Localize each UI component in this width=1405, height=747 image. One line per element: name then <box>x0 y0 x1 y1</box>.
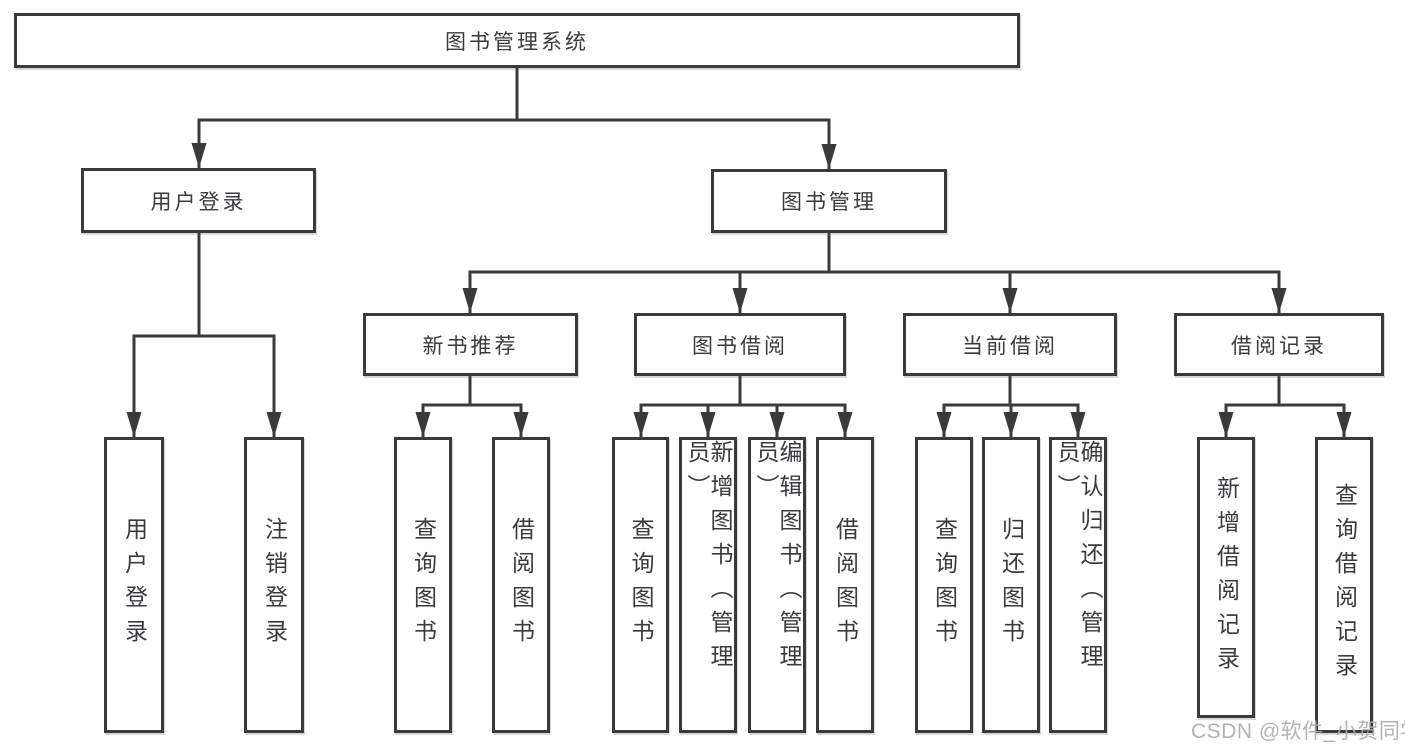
node-new-book-recommendation: 新书推荐 <box>363 313 578 376</box>
leaf-borrow-books-1-label: 借阅图书 <box>508 517 535 653</box>
node-book-borrowing-label: 图书借阅 <box>692 334 788 358</box>
leaf-query-books-1: 查询图书 <box>394 437 452 733</box>
node-user-login: 用户登录 <box>81 168 316 233</box>
leaf-query-books-2-label: 查询图书 <box>628 517 654 653</box>
leaf-query-books-3: 查询图书 <box>915 437 973 733</box>
leaf-query-books-1-label: 查询图书 <box>410 517 437 653</box>
csdn-watermark: CSDN @软件_小贺同学 <box>1191 720 1405 743</box>
leaf-confirm-return-admin: 确认归还（管理员） <box>1049 437 1107 733</box>
leaf-add-book-admin-label: 新增图书（管理员） <box>684 440 733 678</box>
leaf-borrow-books-1: 借阅图书 <box>492 437 550 733</box>
node-user-login-label: 用户登录 <box>150 190 247 214</box>
node-book-management-label: 图书管理 <box>781 191 877 214</box>
leaf-add-borrow-record-label: 新增借阅记录 <box>1213 475 1240 680</box>
node-root-system: 图书管理系统 <box>14 13 1020 68</box>
leaf-borrow-books-2-label: 借阅图书 <box>832 517 859 653</box>
node-root-label: 图书管理系统 <box>445 30 589 54</box>
node-new-book-recommendation-label: 新书推荐 <box>422 334 519 358</box>
node-book-borrowing: 图书借阅 <box>634 313 846 376</box>
leaf-logout-label: 注销登录 <box>261 517 288 653</box>
leaf-confirm-return-admin-label: 确认归还（管理员） <box>1054 440 1103 678</box>
leaf-user-login-label: 用户登录 <box>121 517 148 653</box>
node-borrowing-records: 借阅记录 <box>1174 313 1384 376</box>
leaf-query-borrow-record: 查询借阅记录 <box>1315 437 1373 733</box>
node-borrowing-records-label: 借阅记录 <box>1231 334 1327 358</box>
leaf-edit-book-admin-label: 编辑图书（管理员） <box>753 440 802 678</box>
node-book-management: 图书管理 <box>711 169 947 233</box>
leaf-edit-book-admin: 编辑图书（管理员） <box>748 437 806 733</box>
connector-elbows <box>132 65 1346 407</box>
node-current-borrowing: 当前借阅 <box>903 313 1117 376</box>
leaf-borrow-books-2: 借阅图书 <box>816 437 874 733</box>
node-current-borrowing-label: 当前借阅 <box>962 334 1058 358</box>
leaf-add-borrow-record: 新增借阅记录 <box>1197 437 1255 718</box>
leaf-query-books-2: 查询图书 <box>612 437 669 733</box>
leaf-return-books-label: 归还图书 <box>998 517 1025 653</box>
leaf-add-book-admin: 新增图书（管理员） <box>679 437 737 733</box>
leaf-user-login: 用户登录 <box>104 437 164 733</box>
leaf-logout: 注销登录 <box>244 437 304 733</box>
leaf-return-books: 归还图书 <box>982 437 1040 733</box>
leaf-query-borrow-record-label: 查询借阅记录 <box>1331 483 1358 687</box>
leaf-query-books-3-label: 查询图书 <box>931 517 958 653</box>
